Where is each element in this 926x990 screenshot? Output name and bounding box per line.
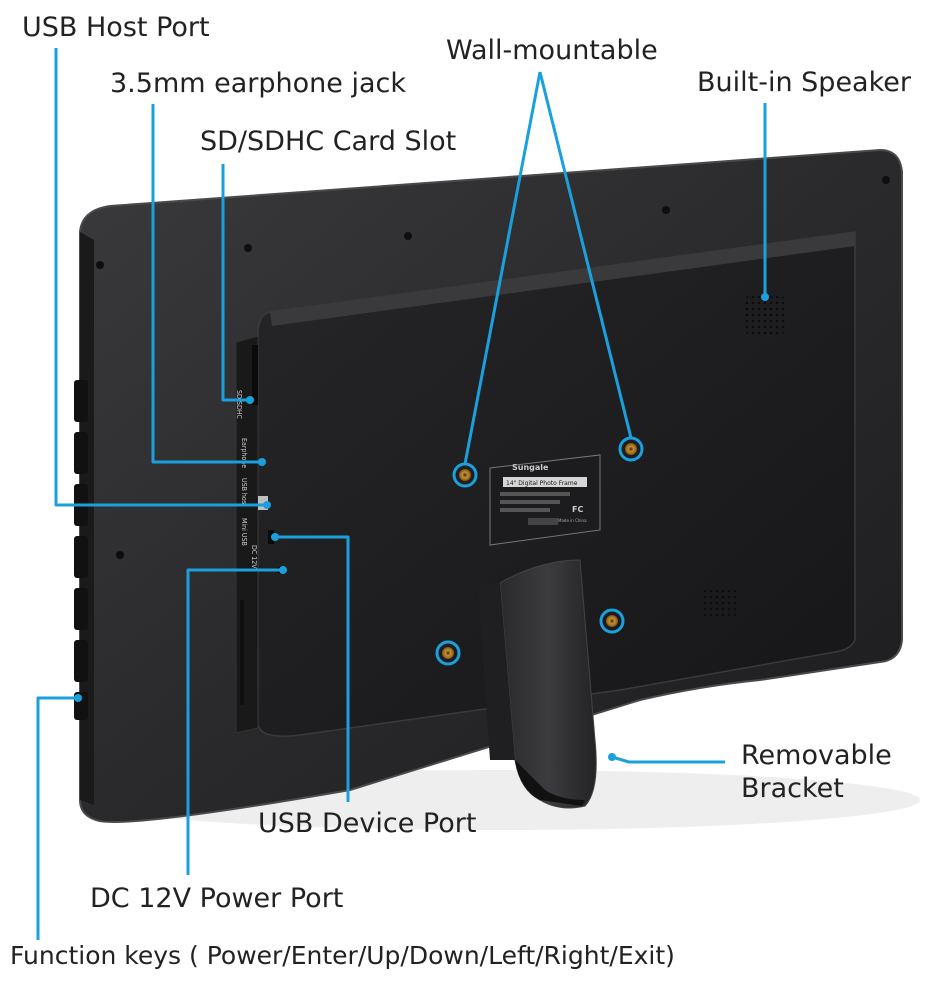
label-wall-mountable: Wall-mountable — [446, 35, 658, 66]
label-function-keys: Function keys ( Power/Enter/Up/Down/Left… — [10, 941, 675, 970]
function-key-power[interactable] — [74, 380, 88, 422]
speaker-grill-top — [745, 295, 785, 335]
port-label-dc-12v: DC 12V — [250, 545, 258, 569]
function-key-left[interactable] — [74, 588, 88, 630]
bracket-side — [478, 583, 515, 760]
port-label-usb-host: USB host — [240, 478, 248, 507]
product-label-made-in: Made in China — [558, 518, 587, 523]
function-key-right[interactable] — [74, 640, 88, 682]
rim-holes — [96, 176, 890, 559]
back-panel-top-bevel — [270, 232, 855, 326]
function-key-down[interactable] — [74, 536, 88, 578]
label-earphone-jack: 3.5mm earphone jack — [110, 68, 406, 99]
callout-line-wall-mount-right — [538, 71, 633, 439]
callout-line-function-keys — [36, 696, 78, 940]
speaker-grill-bottom — [700, 590, 740, 620]
product-label-fcc: FC — [572, 505, 583, 514]
product-label-title: 14" Digital Photo Frame — [506, 480, 578, 487]
function-key-enter[interactable] — [74, 432, 88, 474]
callout-line-usb-device — [275, 535, 350, 802]
usb-host-port — [258, 496, 268, 510]
callout-line-dc-power — [186, 568, 283, 875]
callout-line-bracket — [611, 755, 725, 764]
port-label-earphone: Earphone — [240, 438, 248, 468]
label-dc-power-port: DC 12V Power Port — [90, 883, 344, 914]
callout-line-wall-mount-left — [463, 71, 542, 465]
function-keys — [74, 380, 88, 720]
port-label-mini-usb: Mini USB — [240, 518, 248, 546]
port-strip-vent — [240, 600, 244, 705]
port-label-sdsdhc: SD/SDHC — [235, 390, 243, 420]
label-built-in-speaker: Built-in Speaker — [697, 67, 911, 98]
callout-line-usb-host — [54, 48, 267, 507]
callout-line-sd-card — [221, 164, 250, 402]
product-label: Sungale 14" Digital Photo Frame FC Made … — [489, 454, 601, 546]
label-sd-card-slot: SD/SDHC Card Slot — [200, 126, 457, 157]
label-removable-bracket-line1: Removable — [741, 740, 892, 771]
label-usb-device-port: USB Device Port — [258, 808, 477, 839]
sd-card-slot — [252, 345, 258, 405]
bracket-foot — [515, 760, 585, 806]
label-removable-bracket-line2: Bracket — [741, 773, 844, 804]
callout-line-earphone — [151, 104, 262, 464]
label-usb-host-port: USB Host Port — [22, 12, 210, 43]
product-label-brand: Sungale — [512, 463, 549, 472]
